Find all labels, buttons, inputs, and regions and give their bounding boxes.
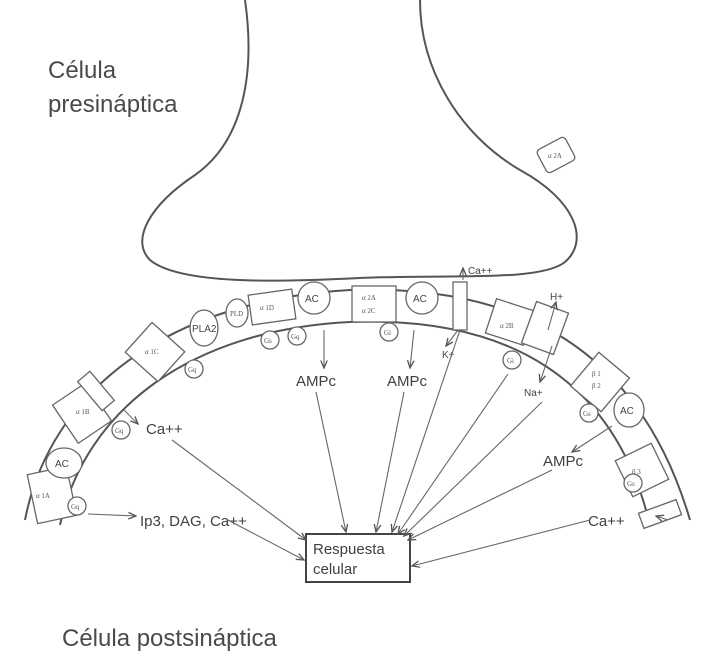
ac-left-label: AC bbox=[55, 459, 69, 470]
svg-text:Gs: Gs bbox=[264, 337, 272, 345]
receptor-2B-label: α 2B bbox=[500, 322, 514, 330]
receptor-1C-label: α 1C bbox=[145, 348, 159, 356]
svg-text:Gq: Gq bbox=[291, 333, 300, 341]
ca-left-label: Ca++ bbox=[146, 421, 183, 438]
svg-text:Gi: Gi bbox=[384, 329, 391, 337]
svg-text:Gs: Gs bbox=[583, 410, 591, 418]
receptor-1D-label: α 1D bbox=[260, 304, 274, 312]
na-label: Na+ bbox=[524, 388, 543, 399]
presynaptic-label-line1: Célula bbox=[48, 57, 117, 84]
svg-text:Gs: Gs bbox=[627, 480, 635, 488]
ac-right-label: AC bbox=[620, 406, 634, 417]
pld-label: PLD bbox=[230, 310, 243, 318]
k-channel bbox=[453, 282, 467, 330]
presynaptic-label-line2: presináptica bbox=[48, 91, 178, 118]
svg-text:Gi: Gi bbox=[507, 357, 514, 365]
response-label-line2: celular bbox=[313, 561, 357, 578]
svg-text:Gq: Gq bbox=[71, 503, 80, 511]
svg-text:Gq: Gq bbox=[115, 427, 124, 435]
receptor-b1-label: β 1 bbox=[592, 370, 601, 378]
receptor-2A-label: α 2A bbox=[362, 294, 376, 302]
presynaptic-receptor-label: α 2A bbox=[548, 152, 562, 160]
ac-mid2-label: AC bbox=[413, 294, 427, 305]
response-label-line1: Respuesta bbox=[313, 541, 385, 558]
amp3-label: AMPc bbox=[543, 453, 584, 470]
h-label: H+ bbox=[550, 292, 563, 303]
receptor-1A-label: α 1A bbox=[36, 492, 50, 500]
ca-right-label: Ca++ bbox=[588, 513, 625, 530]
receptor-1B-label: α 1B bbox=[76, 408, 90, 416]
pla2-label: PLA2 bbox=[192, 324, 217, 335]
amp2-label: AMPc bbox=[387, 373, 428, 390]
ac-mid1-label: AC bbox=[305, 294, 319, 305]
presynaptic-terminal-outline bbox=[142, 0, 576, 281]
receptor-2C-label: α 2C bbox=[362, 307, 376, 315]
amp1-label: AMPc bbox=[296, 373, 337, 390]
receptor-b2-label: β 2 bbox=[592, 382, 601, 390]
postsynaptic-label: Célula postsináptica bbox=[62, 625, 277, 652]
ca-top-label: Ca++ bbox=[468, 266, 493, 277]
svg-text:Gq: Gq bbox=[188, 366, 197, 374]
